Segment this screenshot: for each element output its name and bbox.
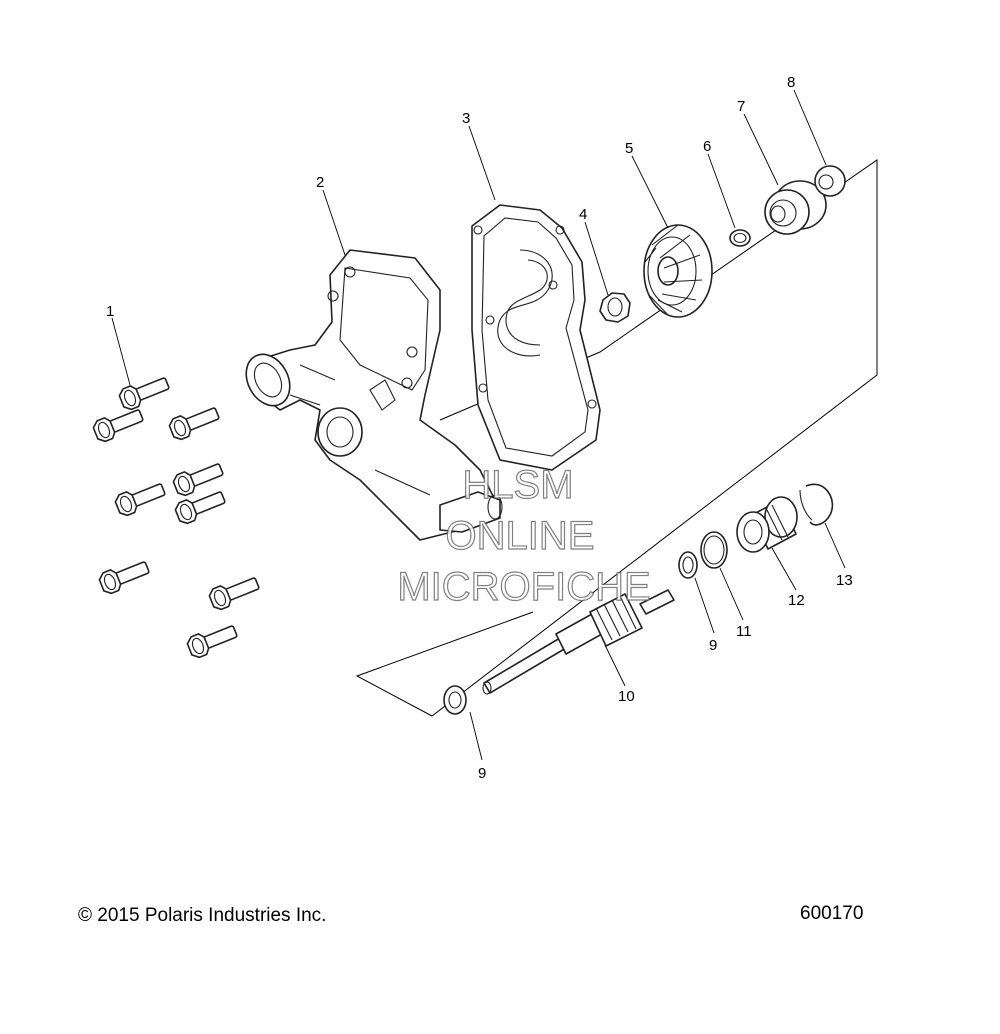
washer-lower <box>443 685 467 715</box>
impeller <box>643 224 713 318</box>
seal-washer <box>814 165 846 197</box>
gasket <box>471 204 601 471</box>
callout-labels: 1 2 3 4 5 6 7 8 9 10 9 11 12 13 <box>106 74 853 782</box>
callout-5: 5 <box>625 140 633 157</box>
mechanical-seal <box>764 180 827 235</box>
pump-shaft <box>482 589 675 695</box>
o-ring-large <box>700 531 728 569</box>
diagram-number: 600170 <box>800 903 864 924</box>
leader-lines <box>111 89 846 761</box>
watermark-line-1: HLSM <box>462 463 573 507</box>
water-pump-housing <box>245 249 503 541</box>
flange-bolts <box>92 377 260 659</box>
callout-3: 3 <box>462 110 470 127</box>
callout-9-lower: 9 <box>478 765 486 782</box>
callout-7: 7 <box>737 98 745 115</box>
watermark-line-2: ONLINE <box>446 514 595 558</box>
watermark: HLSM ONLINE MICROFICHE <box>397 462 652 609</box>
assembly-frame <box>355 159 878 717</box>
callout-10: 10 <box>618 688 635 705</box>
washer-upper <box>678 551 698 579</box>
callout-1: 1 <box>106 303 114 320</box>
callout-11: 11 <box>736 623 752 640</box>
callout-13: 13 <box>836 572 853 589</box>
watermark-line-3: MICROFICHE <box>397 565 650 609</box>
callout-2: 2 <box>316 174 324 191</box>
copyright-notice: © 2015 Polaris Industries Inc. <box>78 905 327 926</box>
o-ring-small <box>729 229 751 247</box>
impeller-nut <box>599 292 631 323</box>
snap-ring <box>799 483 834 526</box>
bearing <box>736 496 798 553</box>
callout-9-upper: 9 <box>709 637 717 654</box>
callout-12: 12 <box>788 592 805 609</box>
callout-4: 4 <box>579 206 587 223</box>
callout-6: 6 <box>703 138 711 155</box>
callout-8: 8 <box>787 74 795 91</box>
